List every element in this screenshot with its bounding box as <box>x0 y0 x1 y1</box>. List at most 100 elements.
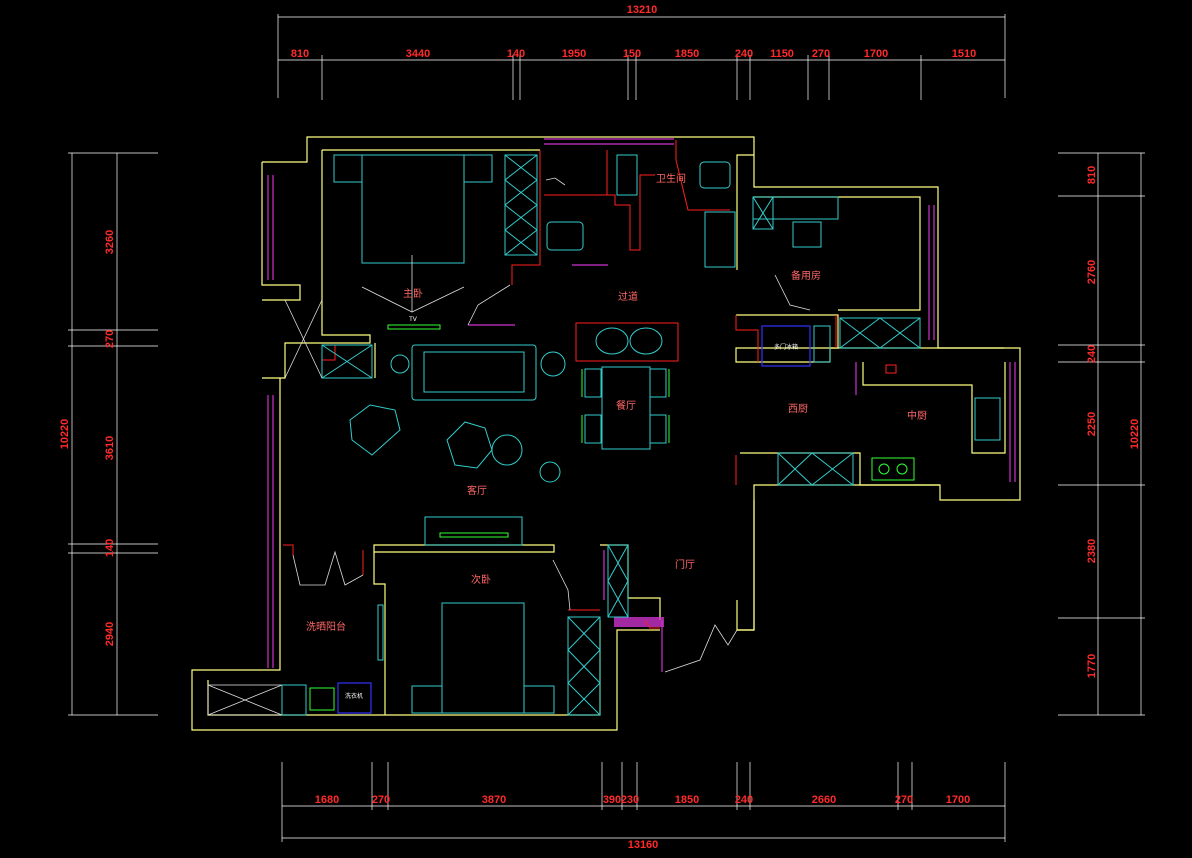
dim-right-5: 2380 <box>1086 539 1098 563</box>
room-label-entrance-hall: 门厅 <box>675 558 695 571</box>
tv-mark: TV <box>408 316 418 323</box>
balcony-sink <box>309 687 335 711</box>
dim-bottom-8: 2660 <box>812 794 836 806</box>
lounge-chair <box>349 404 401 456</box>
toilet-right <box>699 161 731 189</box>
room-label-laundry-balcony: 洗晒阳台 <box>306 620 346 633</box>
dim-bottom-5: 230 <box>621 794 639 806</box>
sofa-seat <box>423 351 525 393</box>
dining-chair-3 <box>649 368 667 398</box>
fridge-side <box>813 325 831 363</box>
ottoman <box>539 461 561 483</box>
washer <box>337 682 372 714</box>
room-label-dining-room: 餐厅 <box>616 399 636 412</box>
room-label-bathroom: 卫生间 <box>656 172 686 185</box>
stove <box>871 457 915 481</box>
dim-top-3: 140 <box>507 48 525 60</box>
shoe-cabinet <box>607 544 629 618</box>
dim-bottom-7: 240 <box>735 794 753 806</box>
bath-cabinet <box>616 154 638 196</box>
coffee-table <box>446 421 493 469</box>
master-tv <box>387 324 441 330</box>
washer-label: 洗衣机 <box>345 692 363 700</box>
spare-shelf <box>752 196 774 230</box>
red-partitions <box>283 140 837 629</box>
second-window-seat <box>377 604 384 661</box>
kitchen-sink <box>974 397 1001 441</box>
kitchen-counter <box>777 452 854 486</box>
dim-top-total: 13210 <box>627 4 658 16</box>
dim-left-5: 2940 <box>104 622 116 646</box>
walls <box>191 136 1021 731</box>
door-swings <box>292 177 811 673</box>
dim-bottom-3: 3870 <box>482 794 506 806</box>
master-bed <box>361 154 465 264</box>
dim-right-1: 810 <box>1086 166 1098 184</box>
dining-chair-2 <box>584 414 602 444</box>
shower <box>704 211 736 268</box>
sofa <box>411 344 537 401</box>
windows <box>267 138 1016 672</box>
dim-top-1: 810 <box>291 48 309 60</box>
dim-top-9: 270 <box>812 48 830 60</box>
second-wardrobe <box>567 616 601 716</box>
dim-bottom-9: 270 <box>895 794 913 806</box>
dining-table <box>601 366 651 450</box>
balcony-shelf <box>281 684 307 716</box>
dim-top-10: 1700 <box>864 48 888 60</box>
dim-bottom-4: 390 <box>603 794 621 806</box>
dim-bottom-total: 13160 <box>628 839 659 851</box>
master-nightstand-right <box>463 154 493 183</box>
room-label-spare-room: 备用房 <box>791 269 821 282</box>
dim-right-6: 1770 <box>1086 654 1098 678</box>
dim-left-4: 140 <box>104 539 116 557</box>
dim-top-6: 1850 <box>675 48 699 60</box>
master-nightstand-left <box>333 154 363 183</box>
room-label-living-room: 客厅 <box>467 484 487 497</box>
furniture <box>207 154 1001 716</box>
toilet-left <box>546 221 584 251</box>
dim-top-7: 240 <box>735 48 753 60</box>
room-label-western-kitchen: 西厨 <box>788 403 808 415</box>
dining-chair-4 <box>649 414 667 444</box>
dim-right-4: 2250 <box>1086 412 1098 436</box>
fridge-label: 多门冰箱 <box>774 343 798 351</box>
dimension-lines <box>68 14 1145 842</box>
stool <box>491 434 523 466</box>
dim-left-2: 270 <box>104 330 116 348</box>
dim-right-3: 240 <box>1086 345 1098 363</box>
dining-chair-1 <box>584 368 602 398</box>
second-nightstand-left <box>411 685 443 714</box>
side-table-left <box>390 354 410 374</box>
dim-left-3: 3610 <box>104 436 116 460</box>
living-tv <box>439 532 509 538</box>
living-storage <box>321 344 373 379</box>
dim-top-8: 1150 <box>770 48 794 60</box>
dim-bottom-10: 1700 <box>946 794 970 806</box>
dim-left-1: 3260 <box>104 230 116 254</box>
room-label-chinese-kitchen: 中厨 <box>907 409 927 422</box>
dim-top-11: 1510 <box>952 48 976 60</box>
western-kitchen-cabinet <box>839 317 921 349</box>
fridge <box>761 325 811 367</box>
dim-bottom-1: 1680 <box>315 794 339 806</box>
dim-bottom-2: 270 <box>372 794 390 806</box>
dim-right-2: 2760 <box>1086 260 1098 284</box>
master-wardrobe <box>504 154 538 256</box>
dim-top-4: 1950 <box>562 48 586 60</box>
room-label-master-bedroom: 主卧 <box>403 287 423 300</box>
dim-left-total: 10220 <box>59 419 71 450</box>
dim-top-5: 150 <box>623 48 641 60</box>
room-label-second-bedroom: 次卧 <box>471 573 491 586</box>
dim-right-total: 10220 <box>1129 419 1141 450</box>
basin-right <box>629 327 663 355</box>
side-table-right <box>540 351 566 377</box>
spare-chair <box>792 221 822 248</box>
tv-cabinet <box>424 516 523 546</box>
dim-bottom-6: 1850 <box>675 794 699 806</box>
room-label-corridor: 过道 <box>618 290 638 303</box>
basin-left <box>595 327 629 355</box>
second-bed <box>441 602 525 714</box>
second-nightstand-right <box>523 685 555 714</box>
